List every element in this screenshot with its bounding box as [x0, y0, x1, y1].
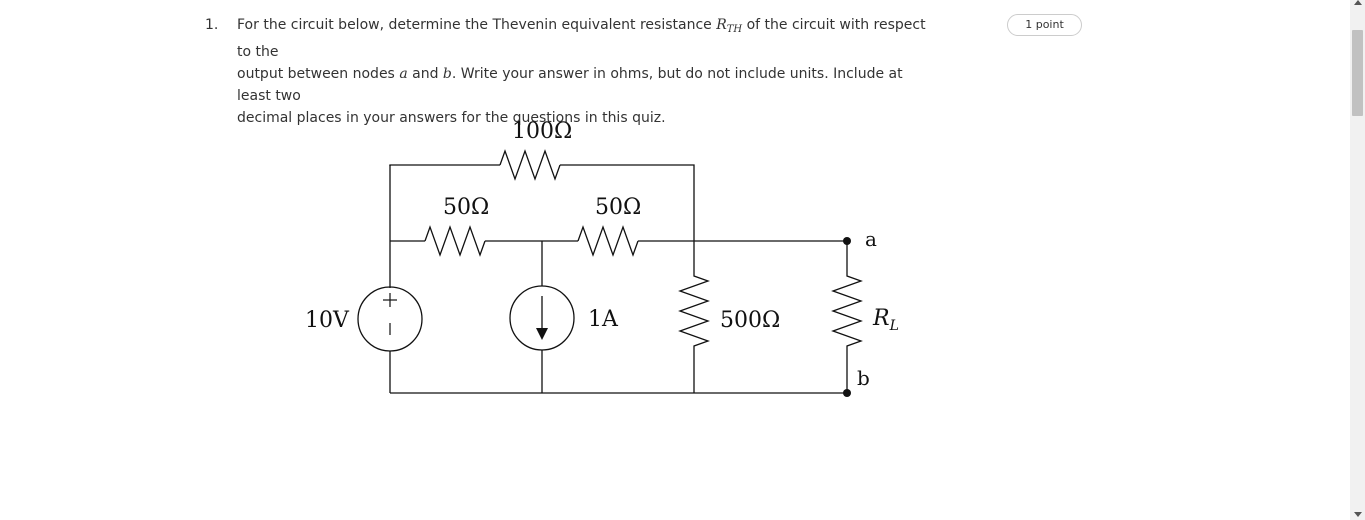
points-badge: 1 point: [1007, 14, 1082, 36]
resistor-500-ohm: [678, 241, 710, 393]
question-line2-and: and: [407, 66, 443, 82]
node-a-terminal: [843, 237, 851, 245]
scrollbar-thumb[interactable]: [1352, 30, 1363, 116]
question-text-part1: For the circuit below, determine the The…: [237, 17, 717, 33]
label-1a: 1A: [588, 307, 619, 332]
question-line2-part1: output between nodes: [237, 66, 400, 82]
resistor-50-ohm-left: [424, 225, 486, 257]
resistor-50-ohm-right: [577, 225, 639, 257]
current-arrow-head: [536, 328, 548, 340]
resistor-load: [831, 241, 863, 393]
node-b-inline: b: [442, 66, 452, 82]
label-50-ohm-right: 50Ω: [595, 195, 641, 220]
node-b-terminal: [843, 389, 851, 397]
question-text-part2: of the circuit with respect to the: [237, 17, 926, 60]
rth-symbol: RTH: [716, 17, 743, 35]
question-line3: decimal places in your answers for the q…: [237, 110, 666, 126]
label-50-ohm-left: 50Ω: [443, 195, 489, 220]
resistor-100-ohm: [499, 149, 561, 181]
label-load: RL: [872, 306, 899, 334]
scroll-down-arrow-icon[interactable]: [1354, 512, 1362, 517]
label-100-ohm: 100Ω: [512, 119, 572, 144]
node-a-inline: a: [399, 66, 408, 82]
label-10v: 10V: [305, 308, 350, 333]
question-line2-part2: . Write your answer in ohms, but do not …: [237, 66, 903, 104]
label-500-ohm: 500Ω: [720, 308, 780, 333]
wire-top-right: [560, 164, 695, 241]
circuit-diagram: 100Ω 50Ω 50Ω 10V 1A 500Ω RL a b: [305, 119, 899, 397]
question-text: For the circuit below, determine the The…: [237, 14, 937, 129]
scrollbar[interactable]: [1350, 0, 1365, 520]
label-node-a: a: [865, 227, 877, 251]
label-node-b: b: [857, 366, 870, 390]
wire-top: [389, 164, 500, 166]
scroll-up-arrow-icon[interactable]: [1354, 0, 1362, 5]
question-number: 1.: [205, 17, 219, 33]
